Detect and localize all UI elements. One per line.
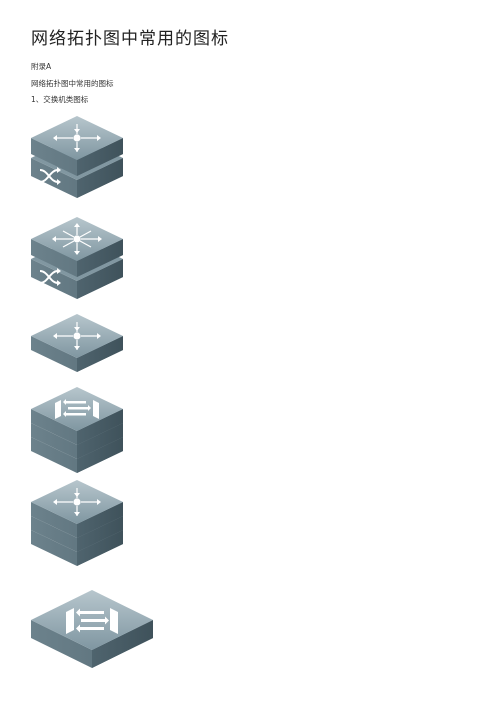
subtitle: 网络拓扑图中常用的图标 [31, 79, 114, 88]
page-title: 网络拓扑图中常用的图标 [31, 29, 229, 49]
workgroup-switch-icon [31, 590, 153, 668]
stacked-switch-icon [31, 387, 123, 473]
core-switch-with-crossover-icon [31, 116, 123, 198]
multilayer-switch-with-crossover-icon [31, 217, 123, 299]
stacked-router-icon [31, 480, 123, 566]
section-heading: 1、交换机类图标 [31, 95, 89, 104]
appendix-label: 附录A [31, 62, 52, 71]
switch-icon [31, 314, 123, 372]
